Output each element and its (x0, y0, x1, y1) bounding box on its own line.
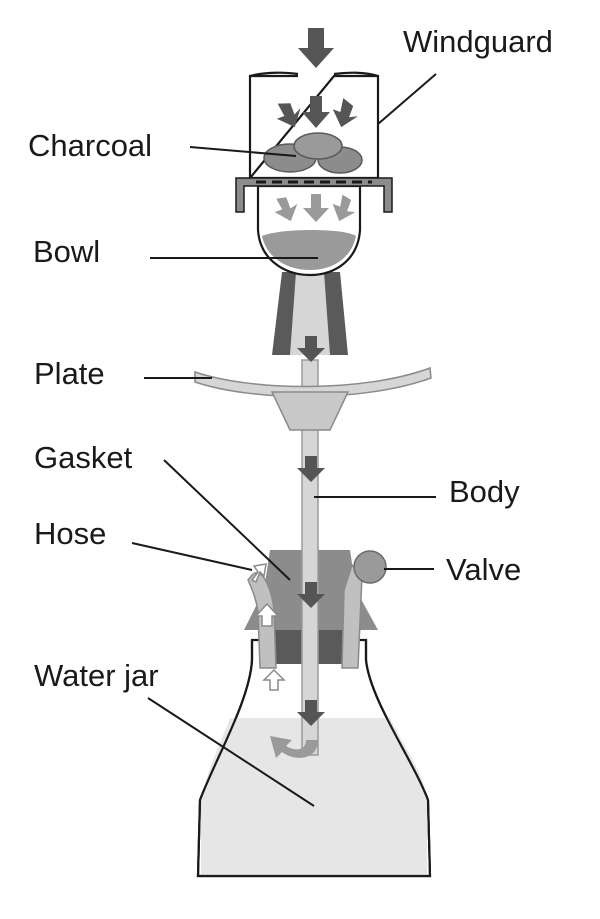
label-plate: Plate (34, 356, 105, 391)
arrow-windguard-center (302, 96, 330, 128)
arrow-up-hose (254, 602, 280, 627)
arrow-bowl-left (274, 197, 298, 222)
arrow-bowl-center (303, 194, 329, 222)
flow-arrows (250, 28, 358, 758)
label-hose: Hose (34, 516, 106, 551)
arrow-body-upper (297, 456, 325, 482)
label-valve: Valve (446, 552, 521, 587)
leader-hose (131, 542, 253, 571)
label-charcoal: Charcoal (28, 128, 152, 163)
label-body: Body (449, 474, 520, 509)
arrow-windguard-right (332, 98, 358, 128)
windguard-base (235, 177, 393, 213)
label-windguard: Windguard (403, 24, 553, 59)
water-jar (196, 638, 432, 878)
arrow-up-jar (262, 668, 286, 691)
leader-gasket (163, 459, 291, 581)
arrow-curve-water (270, 736, 318, 758)
tobacco (262, 230, 356, 270)
charcoal (263, 132, 363, 174)
leader-water-jar (147, 697, 315, 807)
label-water-jar: Water jar (34, 658, 159, 693)
windguard-cap (248, 71, 379, 178)
label-bowl: Bowl (33, 234, 100, 269)
plate-adapter (270, 391, 350, 431)
leader-windguard (377, 73, 437, 125)
arrow-windguard-left (276, 103, 301, 128)
arrow-stem (297, 336, 325, 362)
bowl-stem-core (290, 272, 330, 355)
arrow-bowl-right (332, 194, 356, 222)
plate (194, 366, 432, 398)
arrow-top (298, 28, 334, 68)
arrow-body-lower (297, 700, 325, 726)
arrow-up-hose-top (250, 563, 267, 584)
charcoal-piece (293, 132, 343, 160)
water-jar-outline (196, 640, 432, 878)
arrow-body-gasket (297, 582, 325, 608)
leader-charcoal (189, 146, 297, 157)
label-gasket: Gasket (34, 440, 133, 475)
valve-ball (353, 550, 387, 584)
water (201, 718, 427, 874)
